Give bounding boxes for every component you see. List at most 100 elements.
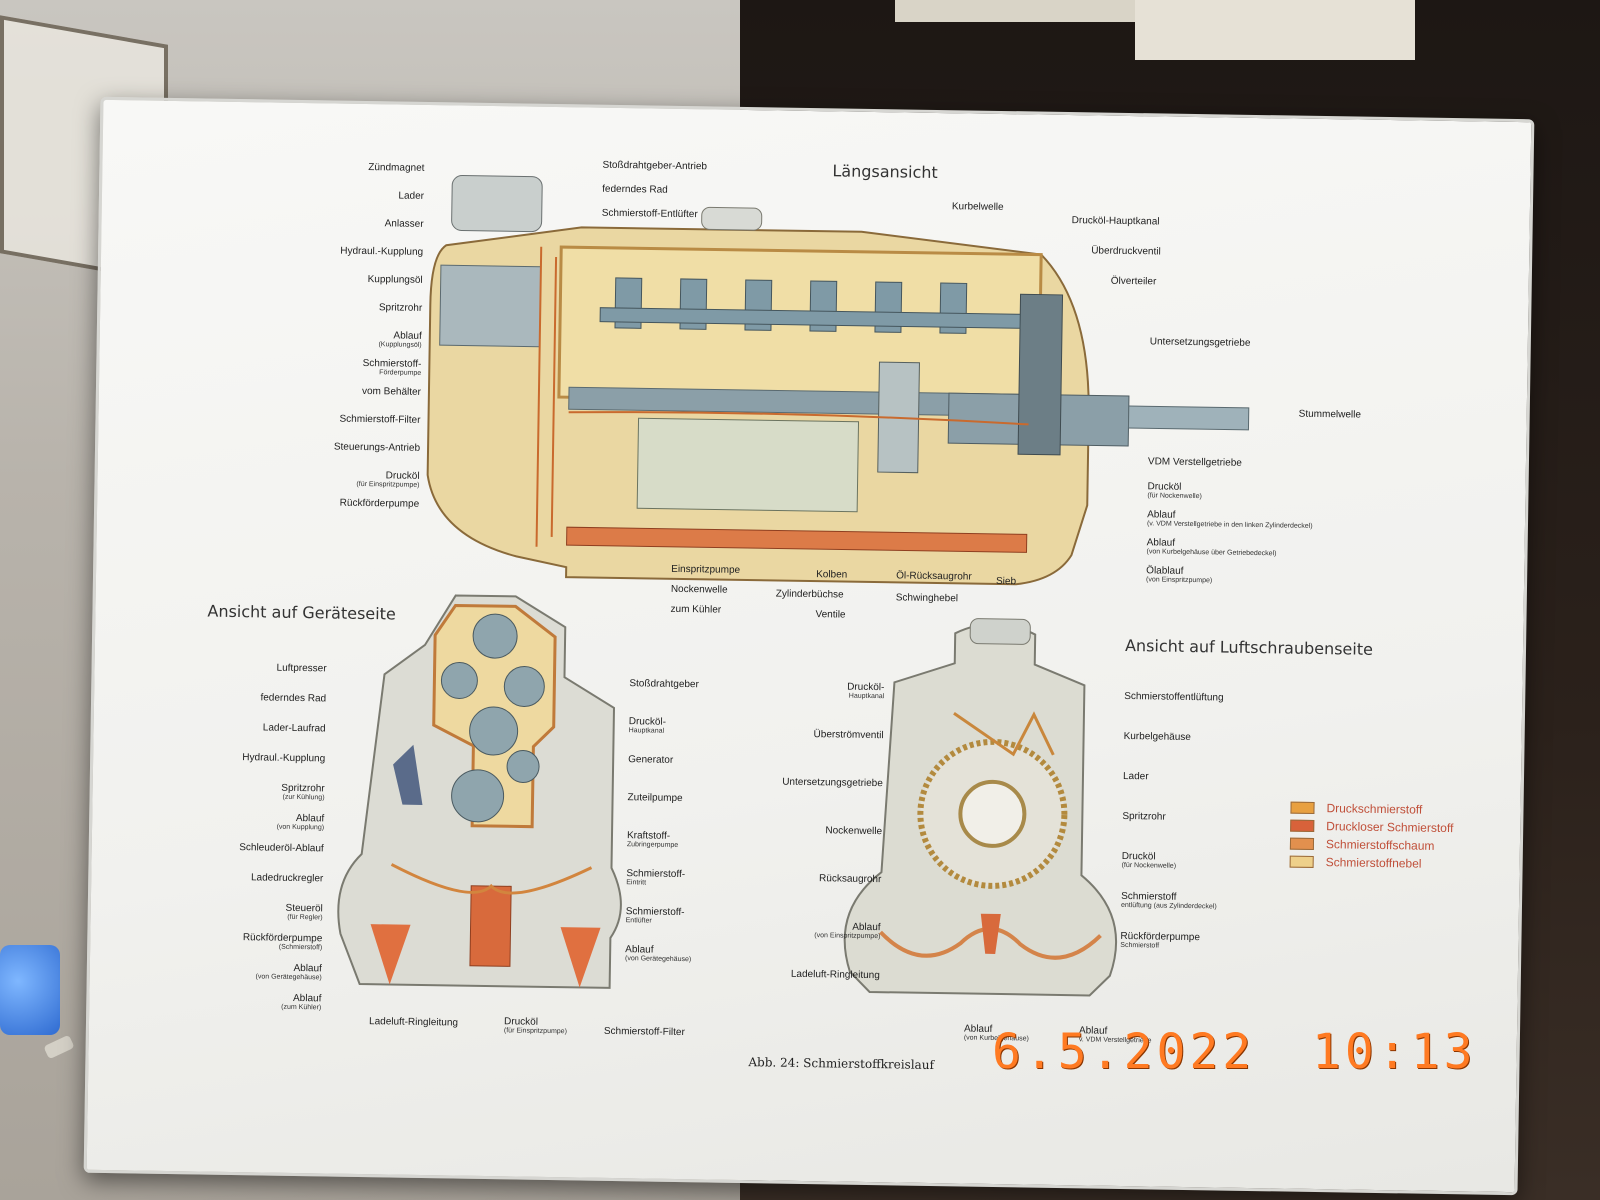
diagram-label: Ablauf(von Kupplung) bbox=[276, 813, 325, 832]
diagram-label: Öl-Rücksaugrohr bbox=[896, 570, 972, 583]
diagram-label: Zuteilpumpe bbox=[628, 792, 683, 804]
diagram-label-text: Kurbelgehäuse bbox=[1123, 730, 1191, 744]
diagram-label-text: Schmierstoff-Entlüfter bbox=[601, 207, 698, 221]
diagram-sheet: Längsansicht Ansicht auf Geräteseite Ans… bbox=[87, 100, 1532, 1192]
diagram-label: Rückförderpumpe bbox=[340, 498, 420, 510]
diagram-label: Nockenwelle bbox=[825, 825, 882, 837]
engine-geraeteseite-view bbox=[337, 594, 622, 989]
diagram-label: Ölablauf(von Einspritzpumpe) bbox=[1146, 565, 1212, 584]
diagram-label: Spritzrohr bbox=[379, 302, 423, 314]
diagram-label-text: Drucköl bbox=[1121, 850, 1156, 863]
diagram-label: Zylinderbüchse bbox=[775, 588, 844, 601]
diagram-label: Anlasser bbox=[385, 218, 424, 230]
diagram-label: Drucköl(für Einspritzpumpe) bbox=[356, 470, 419, 489]
diagram-label: Drucköl-Hauptkanal bbox=[1071, 215, 1160, 228]
diagram-label-subtext: (von Einspritzpumpe) bbox=[814, 932, 881, 941]
diagram-label-text: Ladeluft-Ringleitung bbox=[368, 1016, 459, 1029]
diagram-label-text: Kupplungsöl bbox=[367, 274, 423, 286]
diagram-label-subtext: Eintritt bbox=[626, 879, 647, 887]
blue-knob bbox=[0, 945, 60, 1035]
diagram-label: Ladeluft-Ringleitung bbox=[791, 969, 880, 981]
diagram-label-text: Stoßdrahtgeber-Antrieb bbox=[602, 159, 708, 173]
legend-label: Schmierstoffschaum bbox=[1325, 837, 1435, 853]
diagram-label: Kurbelwelle bbox=[951, 201, 1004, 214]
diagram-label: Ladedruckregler bbox=[251, 872, 323, 884]
diagram-label-text: Schmierstoffentlüftung bbox=[1124, 690, 1224, 704]
diagram-label: Kraftstoff-Zubringerpumpe bbox=[627, 830, 679, 849]
diagram-label-text: Lader bbox=[1122, 770, 1149, 783]
diagram-label: Luftpresser bbox=[276, 663, 326, 675]
legend-item: Schmierstoffnebel bbox=[1289, 853, 1453, 874]
diagram-label-text: Rücksaugrohr bbox=[818, 873, 882, 886]
diagram-label: federndes Rad bbox=[260, 692, 326, 704]
diagram-label-subtext: (für Nockenwelle) bbox=[1147, 492, 1202, 501]
diagram-label-text: Hydraul.-Kupplung bbox=[340, 245, 424, 258]
legend-swatch bbox=[1289, 855, 1314, 868]
diagram-label: Drucköl(für Nockenwelle) bbox=[1147, 481, 1202, 500]
diagram-label-subtext: entlüftung (aus Zylinderdeckel) bbox=[1120, 901, 1217, 911]
diagram-label: Rücksaugrohr bbox=[819, 873, 881, 885]
diagram-label-subtext: (für Einspritzpumpe) bbox=[356, 480, 420, 489]
diagram-label-text: Rückförderpumpe bbox=[339, 497, 420, 510]
diagram-label: Drucköl(für Nockenwelle) bbox=[1122, 851, 1177, 870]
diagram-label-text: Schleuderöl-Ablauf bbox=[239, 842, 324, 855]
diagram-label-text: Steueröl bbox=[285, 902, 323, 915]
diagram-label-text: Spritzrohr bbox=[1122, 810, 1166, 823]
diagram-label: vom Behälter bbox=[362, 386, 421, 398]
diagram-label-text: Drucköl- bbox=[847, 681, 885, 694]
diagram-label: Nockenwelle bbox=[671, 584, 728, 596]
legend-label: Druckloser Schmierstoff bbox=[1326, 819, 1454, 836]
diagram-label: Drucköl-Hauptkanal bbox=[847, 681, 885, 701]
diagram-label-text: Anlasser bbox=[384, 218, 424, 230]
diagram-label-subtext: (für Einspritzpumpe) bbox=[503, 1027, 567, 1036]
diagram-label: Kolben bbox=[816, 569, 848, 581]
diagram-label: Schmierstoff-Filter bbox=[604, 1026, 685, 1038]
legend-label: Schmierstoffnebel bbox=[1325, 855, 1422, 871]
diagram-label-text: Spritzrohr bbox=[281, 782, 325, 795]
diagram-label-text: Ladedruckregler bbox=[250, 872, 324, 885]
diagram-label: Untersetzungsgetriebe bbox=[1149, 336, 1251, 349]
diagram-label: Schmierstoffentlüftung bbox=[1124, 691, 1223, 704]
diagram-label-subtext: (von Kupplung) bbox=[276, 823, 325, 832]
diagram-label-text: vom Behälter bbox=[361, 385, 422, 398]
background-poster bbox=[1135, 0, 1415, 60]
diagram-label: Spritzrohr(zur Kühlung) bbox=[281, 783, 325, 802]
diagram-label-subtext: Entlüfter bbox=[625, 917, 652, 925]
diagram-label-text: Ablauf bbox=[393, 330, 422, 342]
diagram-label-text: Schmierstoff- bbox=[362, 357, 422, 370]
diagram-label: Ölverteiler bbox=[1110, 275, 1157, 288]
diagram-label-text: zum Kühler bbox=[670, 603, 722, 616]
diagram-label: Schmierstoff-Entlüfter bbox=[626, 906, 685, 925]
diagram-label-subtext: (Kupplungsöl) bbox=[378, 341, 422, 349]
laminated-diagram-sheet: Längsansicht Ansicht auf Geräteseite Ans… bbox=[83, 96, 1535, 1196]
legend-swatch bbox=[1290, 801, 1315, 814]
diagram-label: Stummelwelle bbox=[1298, 408, 1362, 421]
diagram-label-text: Luftpresser bbox=[276, 662, 327, 675]
diagram-label: Ablauf(von Einspritzpumpe) bbox=[814, 921, 880, 940]
diagram-label-subtext: Hauptkanal bbox=[628, 727, 665, 735]
diagram-label-subtext: (von Gerätegehäuse) bbox=[625, 955, 692, 964]
diagram-label-text: Schmierstoff- bbox=[625, 906, 685, 919]
diagram-label-text: Schmierstoff-Filter bbox=[339, 413, 421, 426]
diagram-label-text: Steuerungs-Antrieb bbox=[333, 441, 421, 454]
diagram-label-text: Zündmagnet bbox=[368, 162, 425, 174]
diagram-label-subtext: (zum Kühler) bbox=[281, 1003, 322, 1012]
diagram-label-text: Lader bbox=[398, 190, 425, 202]
diagram-label: Schmierstoff-Förderpumpe bbox=[362, 357, 422, 377]
legend-label: Druckschmierstoff bbox=[1326, 801, 1423, 817]
diagram-label: Steueröl(für Regler) bbox=[285, 902, 323, 922]
diagram-label-subtext: Hauptkanal bbox=[848, 692, 885, 701]
diagram-label-text: Stoßdrahtgeber bbox=[629, 678, 699, 691]
diagram-label: Drucköl(für Einspritzpumpe) bbox=[504, 1016, 567, 1035]
diagram-label-subtext: (für Nockenwelle) bbox=[1121, 861, 1177, 870]
diagram-label: Rückförderpumpe(Schmierstoff) bbox=[243, 932, 323, 951]
diagram-label: Schwinghebel bbox=[895, 592, 959, 605]
legend-swatch bbox=[1290, 819, 1315, 832]
diagram-label: Lader bbox=[398, 190, 424, 201]
diagram-label: Zündmagnet bbox=[368, 162, 424, 174]
diagram-label: Ablauf(von Gerätegehäuse) bbox=[256, 962, 322, 981]
